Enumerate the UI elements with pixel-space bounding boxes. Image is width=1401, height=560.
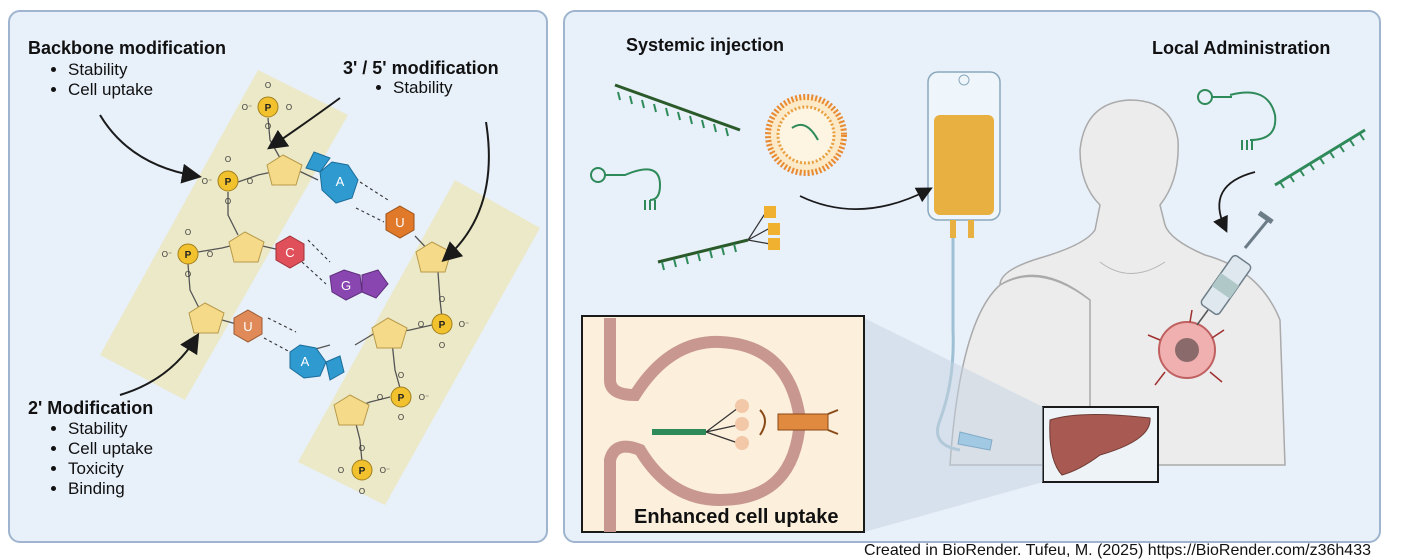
sugar-6 (333, 394, 370, 426)
arrow-3-5-prime (267, 97, 341, 150)
sugar-3 (188, 302, 225, 334)
base-a-top (305, 151, 359, 204)
list-item: Stability (393, 78, 453, 98)
oxygen-label: O (225, 197, 231, 206)
base-c (275, 235, 305, 269)
oxygen-label: O (398, 413, 404, 422)
phosphate-label: P (185, 250, 192, 261)
oxygen-label: O (185, 270, 191, 279)
end-modification-list: Stability (353, 78, 453, 98)
phosphate-group (177, 96, 453, 481)
base-label-a1: A (336, 174, 345, 189)
oxygen-label: O⁻ (162, 250, 172, 259)
backbone-right (311, 235, 443, 463)
oxygen-label: O (185, 228, 191, 237)
phosphate-3 (177, 243, 199, 265)
neck-line (1099, 261, 1166, 274)
strand-band-left (100, 70, 348, 400)
two-prime-modification-list: Stability Cell uptake Toxicity Binding (28, 419, 153, 499)
oxygen-label: O (265, 81, 271, 90)
base-u-bottom (233, 309, 263, 343)
list-item: Toxicity (68, 459, 153, 479)
arrow-to-syringe (1213, 171, 1256, 233)
phosphate-label: P (225, 177, 232, 188)
local-rna-strand (1274, 128, 1366, 189)
arrow-to-iv-bag (799, 187, 933, 210)
oxygen-label: O (418, 320, 424, 329)
iv-bag (927, 71, 1001, 238)
list-item: Stability (68, 60, 153, 80)
phosphate-label: P (265, 103, 272, 114)
backbone-modification-title: Backbone modification (28, 38, 227, 58)
oxygen-label: O (359, 487, 365, 496)
phosphate-4 (431, 313, 453, 335)
list-item: Cell uptake (68, 439, 153, 459)
arrow-3-prime-end (441, 121, 490, 262)
ligand-conjugate (657, 206, 780, 271)
base-u-top (385, 205, 415, 239)
arrow-2-prime (119, 332, 200, 396)
sugar-1 (266, 154, 303, 186)
base-a-bottom (289, 344, 345, 381)
base-g (329, 269, 389, 301)
phosphate-5 (390, 386, 412, 408)
oxygen-label: O⁻ (242, 103, 252, 112)
systemic-hairpin-rna (590, 167, 662, 210)
syringe (1196, 210, 1274, 326)
oxygen-label: O (247, 177, 253, 186)
list-item: Cell uptake (68, 80, 153, 100)
base-label-c: C (285, 245, 294, 260)
systemic-injection-title: Systemic injection (626, 35, 785, 55)
base-label-u1: U (395, 215, 404, 230)
oxygen-label: O (377, 393, 383, 402)
oxygen-label: O (359, 444, 365, 453)
zoom-projection (864, 318, 1043, 532)
base-pair-bonds (263, 181, 389, 353)
sugar-5 (371, 317, 408, 349)
list-item: Binding (68, 479, 153, 499)
end-modification-title: 3' / 5' modification (343, 58, 499, 78)
uptake-inset (581, 315, 865, 533)
phosphate-label: P (439, 320, 446, 331)
phosphate-6 (351, 459, 373, 481)
sugar-2 (228, 231, 265, 263)
phosphate-label: P (359, 466, 366, 477)
oxygen-label: O (265, 122, 271, 131)
oxygen-label: O (207, 250, 213, 259)
systemic-rna-strand (614, 83, 741, 137)
base-label-a2: A (301, 354, 310, 369)
phosphate-label: P (398, 393, 405, 404)
sugar-group (188, 154, 452, 426)
local-hairpin-rna (1197, 89, 1277, 150)
backbone-modification-list: Stability Cell uptake (28, 60, 153, 100)
oxygen-label: O (225, 155, 231, 164)
biorender-credit: Created in BioRender. Tufeu, M. (2025) h… (864, 542, 1371, 559)
oxygen-label: O⁻ (459, 320, 469, 329)
base-label-g: G (341, 278, 351, 293)
tumor (1147, 309, 1225, 386)
phosphate-1 (257, 96, 279, 118)
lipid-nanoparticle (765, 94, 847, 176)
oxygen-label: O⁻ (419, 393, 429, 402)
liver-inset (1042, 406, 1159, 483)
list-item: Stability (68, 419, 153, 439)
oxygen-label: O (398, 371, 404, 380)
oxygen-label: O⁻ (380, 466, 390, 475)
oxygen-label: O (338, 466, 344, 475)
oxygen-label: O⁻ (202, 177, 212, 186)
phosphate-2 (217, 170, 239, 192)
oxygen-label: O (439, 341, 445, 350)
two-prime-modification-title: 2' Modification (28, 398, 154, 418)
oxygen-label: O (439, 295, 445, 304)
base-label-u2: U (243, 319, 252, 334)
oxygen-label: O (286, 103, 292, 112)
enhanced-cell-uptake-label: Enhanced cell uptake (634, 506, 839, 528)
arrow-backbone (99, 114, 202, 184)
local-administration-title: Local Administration (1152, 38, 1331, 58)
